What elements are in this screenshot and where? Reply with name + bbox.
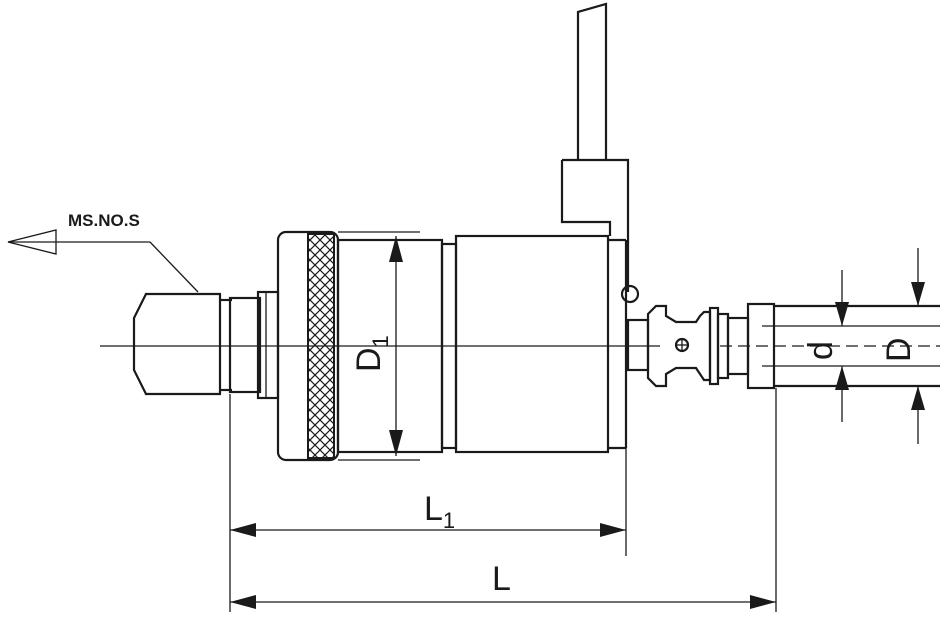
dim-l1: [230, 523, 626, 537]
label-d1: D1: [350, 335, 393, 372]
dim-l: [230, 595, 776, 609]
dim-d1: [389, 236, 403, 456]
neck-collar: [228, 296, 262, 394]
label-d-small: d: [802, 341, 840, 360]
rear-housing: [454, 234, 610, 454]
dim-d-small: [835, 270, 849, 422]
label-l1: L1: [424, 490, 455, 533]
output-spindle: [626, 318, 650, 372]
stop-arm-bracket: [560, 158, 630, 292]
stop-arm: [576, 2, 608, 160]
label-l: L: [492, 560, 511, 598]
taper-shank: [132, 292, 222, 396]
spindle-arrow: [7, 229, 199, 293]
knurl-pattern: [307, 233, 335, 459]
label-d-big: D: [880, 337, 918, 362]
spindle-label: MS.NO.S: [68, 211, 140, 230]
dim-d-big: [911, 248, 925, 444]
